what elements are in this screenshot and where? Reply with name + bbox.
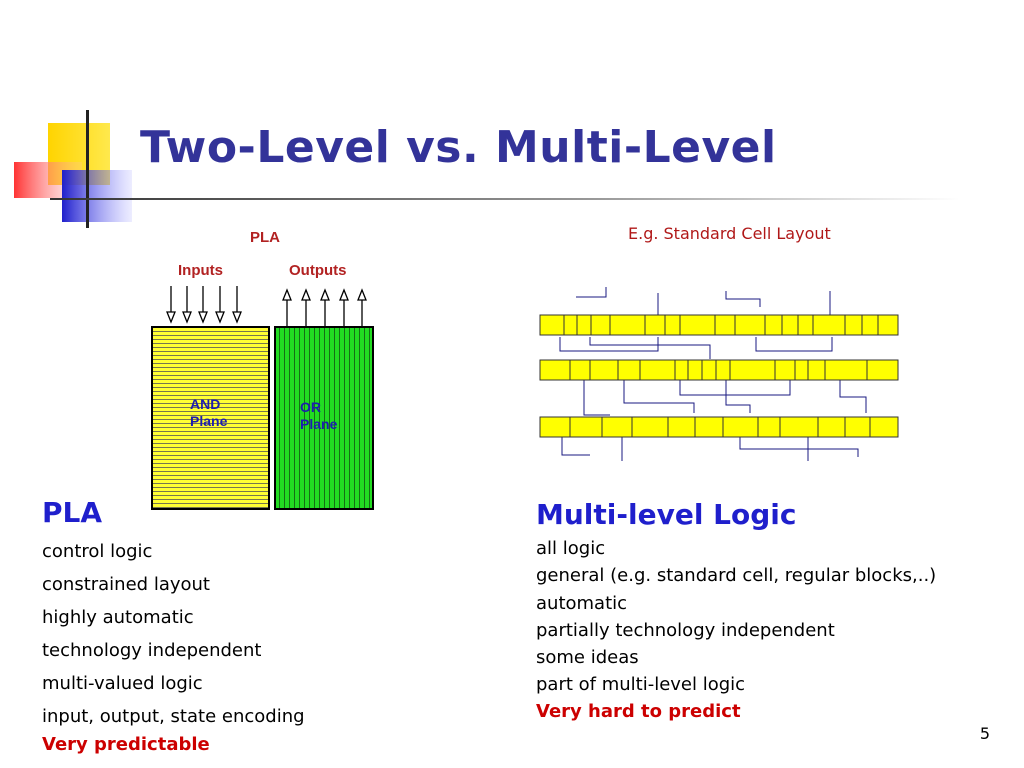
slide-title: Two-Level vs. Multi-Level xyxy=(140,122,777,173)
cell-row-1 xyxy=(539,314,899,336)
multi-level-heading: Multi-level Logic xyxy=(536,498,797,531)
page-number: 5 xyxy=(979,724,990,743)
list-item: highly automatic xyxy=(42,607,194,628)
list-item: general (e.g. standard cell, regular blo… xyxy=(536,565,937,587)
routing-wires xyxy=(559,287,867,461)
pla-heading: PLA xyxy=(42,496,103,529)
multi-level-properties-list: all logic general (e.g. standard cell, r… xyxy=(536,537,936,701)
or-plane-label: OR Plane xyxy=(300,399,338,432)
list-item: control logic xyxy=(42,541,153,562)
list-item: partially technology independent xyxy=(536,619,835,641)
and-plane-label: AND Plane xyxy=(190,396,228,429)
standard-cell-caption: E.g. Standard Cell Layout xyxy=(628,224,831,243)
multi-level-emphasis: Very hard to predict xyxy=(536,701,741,722)
outputs-label: Outputs xyxy=(289,262,347,279)
list-item: input, output, state encoding xyxy=(42,706,305,727)
list-item: all logic xyxy=(536,538,606,559)
inputs-label: Inputs xyxy=(178,262,223,279)
cell-row-3 xyxy=(539,416,899,438)
and-plane xyxy=(151,326,270,510)
list-item: some ideas xyxy=(536,647,639,669)
blue-bar xyxy=(62,170,132,222)
or-plane xyxy=(274,326,374,510)
standard-cell-diagram xyxy=(539,287,899,461)
list-item: part of multi-level logic xyxy=(536,674,746,696)
list-item: automatic xyxy=(536,592,628,614)
list-item: multi-valued logic xyxy=(42,673,203,694)
list-item: constrained layout xyxy=(42,574,210,595)
pla-emphasis: Very predictable xyxy=(42,734,210,755)
pla-caption: PLA xyxy=(250,229,280,246)
output-arrows xyxy=(282,288,367,326)
cell-row-2 xyxy=(539,359,899,381)
pla-properties-list: control logic constrained layout highly … xyxy=(42,538,305,736)
title-ornament xyxy=(14,110,260,228)
list-item: technology independent xyxy=(42,640,262,661)
pla-diagram xyxy=(151,286,374,510)
input-arrows xyxy=(166,286,242,324)
